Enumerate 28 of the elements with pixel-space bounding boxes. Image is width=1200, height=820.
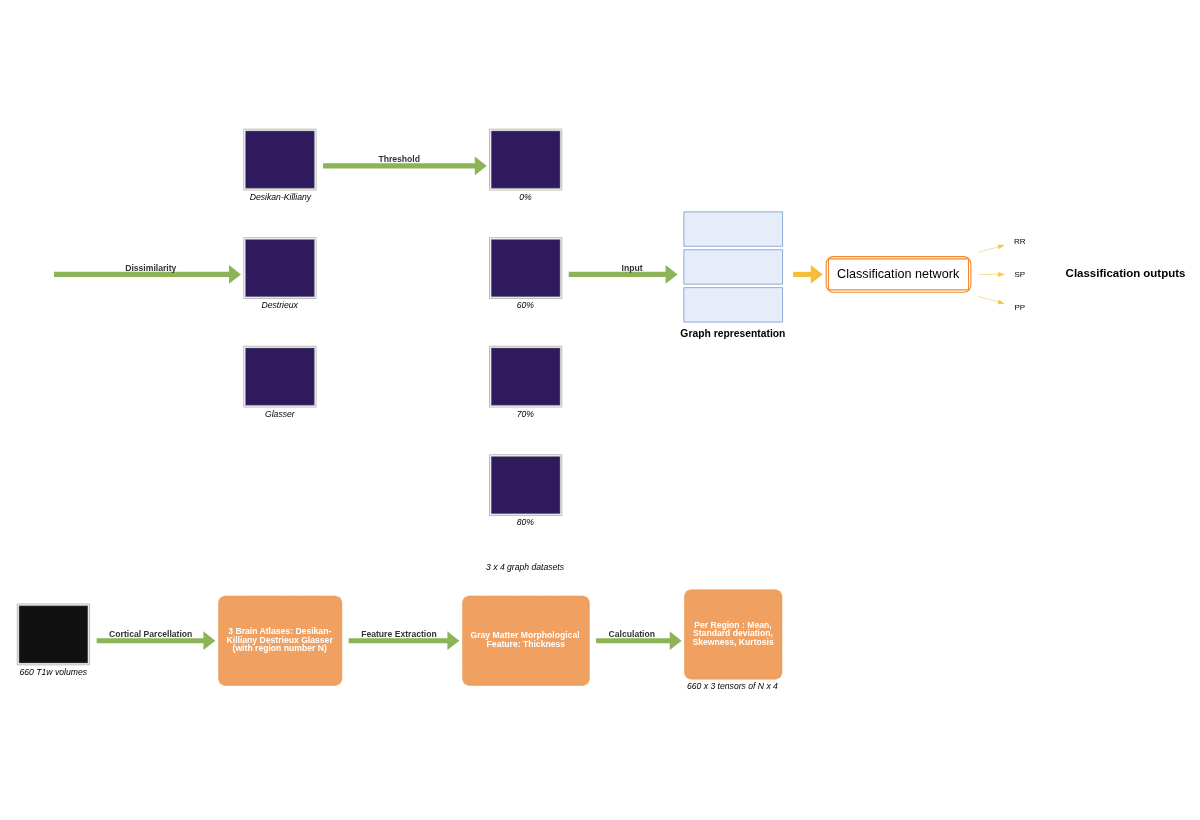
node-label: 660 x 3 tensors of N x 4 bbox=[686, 680, 778, 691]
node-label: Desikan-Killiany bbox=[249, 191, 312, 202]
arrow bbox=[978, 271, 1005, 277]
arrow bbox=[54, 264, 241, 284]
arrow bbox=[568, 264, 678, 284]
arrow bbox=[323, 156, 487, 175]
arrow bbox=[96, 630, 216, 650]
node-label: 660 T1w volumes bbox=[19, 666, 88, 677]
node-label: 60% bbox=[516, 299, 534, 310]
edge-label: Dissimilarity bbox=[125, 262, 177, 273]
label: 3 x 4 graph datasets bbox=[486, 561, 565, 572]
arrow bbox=[348, 630, 460, 650]
node-label: Destrieux bbox=[261, 299, 298, 310]
arrow bbox=[978, 244, 1005, 253]
node-label: Glasser bbox=[265, 408, 295, 419]
edge-label: Feature Extraction bbox=[361, 628, 437, 639]
node-label: 0% bbox=[519, 191, 532, 202]
arrow bbox=[978, 295, 1005, 304]
node-label: 80% bbox=[516, 516, 534, 527]
edge-label: Calculation bbox=[608, 628, 656, 639]
node-label: Graph representation bbox=[680, 327, 786, 339]
edge-label: Input bbox=[621, 262, 643, 273]
edge-label: Cortical Parcellation bbox=[109, 628, 193, 639]
label: Classification outputs bbox=[1065, 266, 1186, 279]
edge-label: Threshold bbox=[378, 153, 421, 164]
arrow bbox=[596, 630, 682, 650]
node-label: 70% bbox=[516, 408, 534, 419]
arrow bbox=[793, 264, 823, 284]
